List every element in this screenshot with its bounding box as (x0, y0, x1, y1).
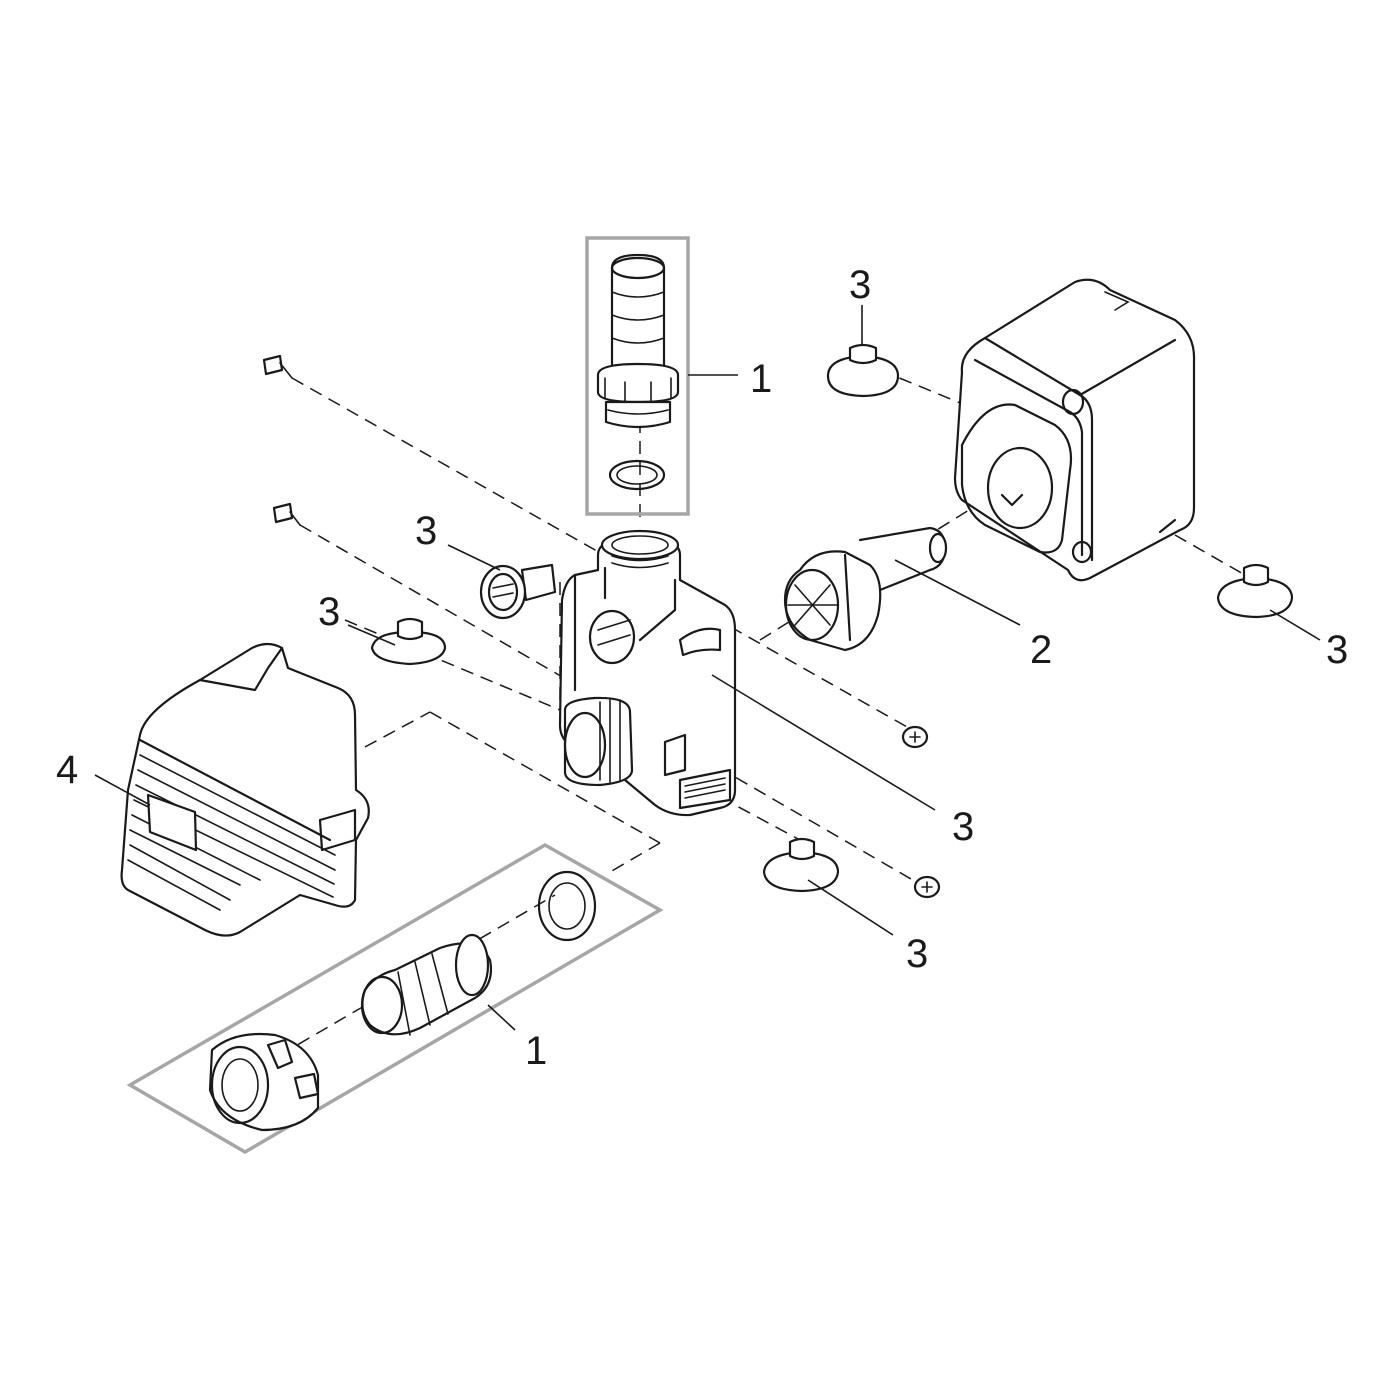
suction-cups (370, 343, 1294, 893)
callout-3-left: 3 (318, 590, 340, 634)
callout-3-top-right: 3 (849, 263, 871, 307)
callout-3-bottom: 3 (906, 932, 928, 976)
callout-labels: 1 3 3 3 4 2 3 3 3 1 (56, 263, 1348, 1073)
clip-part (479, 563, 557, 620)
hose-connector-group-bottom (126, 842, 664, 1155)
pump-housing (558, 529, 737, 817)
callout-3-housing: 3 (952, 805, 974, 849)
callout-1-top: 1 (750, 357, 772, 401)
pre-filter-housing (120, 642, 370, 937)
callout-3-clip: 3 (415, 509, 437, 553)
leader-lines (94, 305, 1321, 1031)
impeller-rotor (783, 526, 948, 652)
callout-2: 2 (1030, 628, 1052, 672)
screws (262, 354, 941, 899)
callout-1-bottom: 1 (525, 1029, 547, 1073)
callout-3-right: 3 (1326, 628, 1348, 672)
motor-cover (953, 278, 1196, 582)
group-box-top (585, 236, 690, 516)
callout-4: 4 (56, 748, 78, 792)
group-box-bottom (126, 842, 664, 1155)
hose-connector-group-top (585, 236, 690, 516)
